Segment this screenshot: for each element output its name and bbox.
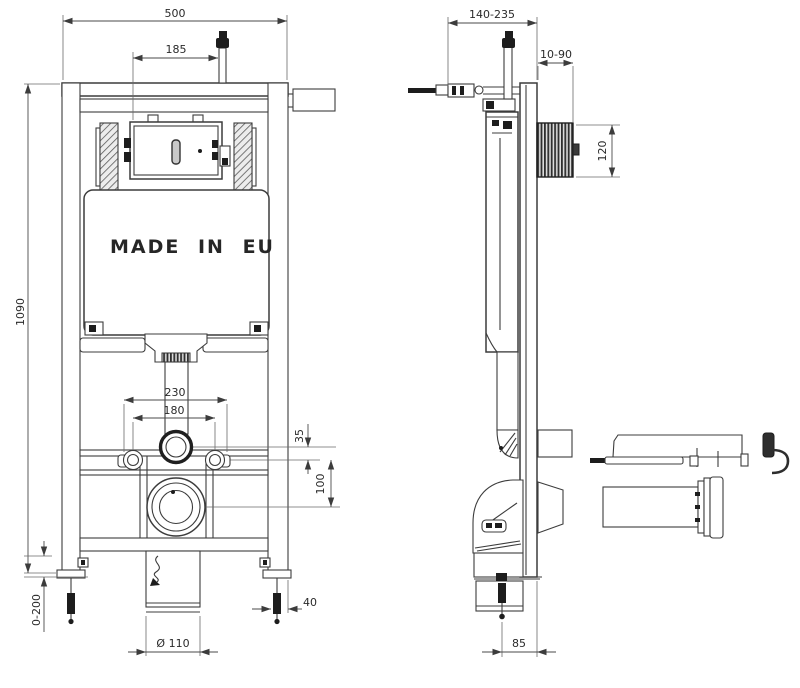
dim-plate-box-height: 120 bbox=[596, 141, 609, 162]
dim-overall-height: 1090 bbox=[14, 298, 27, 326]
dim-inlet-to-drain: 100 bbox=[314, 474, 327, 495]
dim-fixing-span-inner: 180 bbox=[164, 404, 185, 417]
pipework bbox=[117, 361, 340, 613]
side-foot bbox=[496, 573, 507, 620]
tank-made-in-eu-text: MADE IN EU bbox=[110, 236, 275, 258]
dim-elbow-to-inlet: 35 bbox=[293, 429, 306, 443]
connection-box bbox=[288, 88, 336, 112]
side-water-valve bbox=[408, 83, 520, 112]
flush-actuator-rod bbox=[216, 31, 229, 84]
pipe-clip bbox=[762, 432, 790, 475]
water-inlet-right bbox=[204, 449, 231, 471]
side-drain-elbow bbox=[472, 479, 540, 620]
flush-valve-access-box bbox=[124, 114, 231, 180]
drain-opening bbox=[146, 477, 206, 537]
dim-depth-range: 140-235 bbox=[469, 8, 515, 21]
right-foot bbox=[259, 557, 292, 625]
dim-fixing-span-outer: 230 bbox=[165, 386, 186, 399]
wall-bracket-parts bbox=[590, 432, 790, 539]
cistern-tank: MADE IN EU bbox=[83, 189, 275, 363]
drain-pipe bbox=[145, 550, 201, 613]
drain-connector-sleeve bbox=[602, 476, 724, 539]
dim-facing-depth: 10-90 bbox=[540, 48, 572, 61]
rotation-arrowhead bbox=[150, 578, 160, 586]
dim-foot-offset: 40 bbox=[303, 596, 317, 609]
water-inlet-left bbox=[117, 449, 144, 471]
front-view: MADE IN EU bbox=[14, 7, 340, 656]
mounting-brackets bbox=[95, 122, 257, 192]
side-dimensions: 140-235 10-90 120 85 bbox=[447, 8, 620, 657]
side-actuator-rod bbox=[502, 31, 515, 100]
side-frame-upright bbox=[516, 82, 542, 578]
flush-elbow bbox=[158, 429, 194, 465]
side-cistern bbox=[485, 111, 519, 459]
dim-foot-to-wall: 85 bbox=[512, 637, 526, 650]
front-frame bbox=[56, 82, 336, 625]
dim-drain-diameter: Ø 110 bbox=[156, 637, 189, 650]
dim-foot-range: 0-200 bbox=[30, 594, 43, 626]
flush-plate-box bbox=[536, 122, 580, 178]
side-view: 140-235 10-90 120 85 bbox=[408, 8, 790, 657]
front-dimensions: 500 185 1090 230 180 35 bbox=[14, 7, 335, 656]
wall-stubs bbox=[537, 429, 573, 534]
dim-actuator-offset: 185 bbox=[166, 43, 187, 56]
dim-overall-width: 500 bbox=[165, 7, 186, 20]
left-foot bbox=[56, 557, 89, 625]
